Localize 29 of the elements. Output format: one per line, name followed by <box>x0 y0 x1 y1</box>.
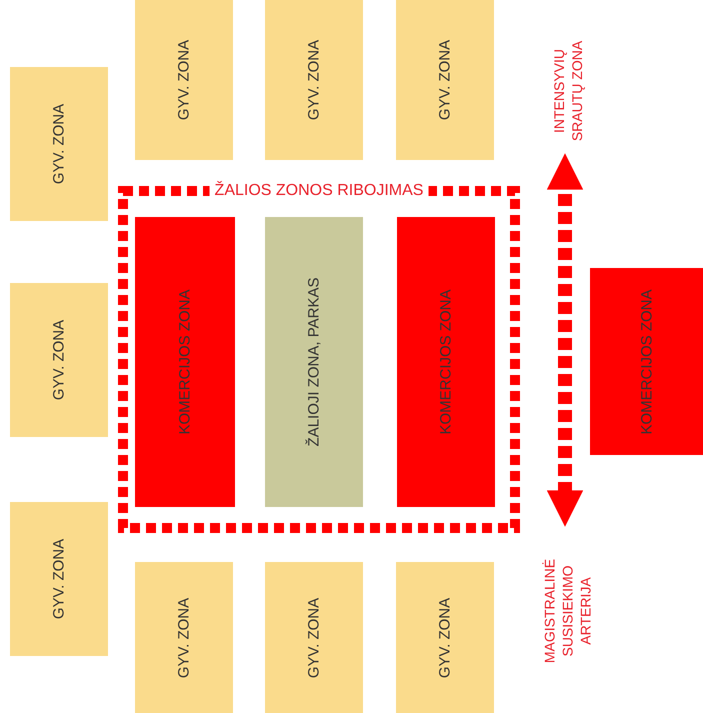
zone-label: GYV. ZONA <box>49 318 68 402</box>
residential-zone-block <box>396 0 494 160</box>
zone-label: ŽALIOJI ZONA, PARKAS <box>304 276 324 448</box>
zone-label: GYV. ZONA <box>49 538 68 622</box>
zone-label: GYV. ZONA <box>49 102 68 186</box>
park-zone-block <box>265 217 363 507</box>
zone-label: GYV. ZONA <box>435 38 454 122</box>
zone-label: GYV. ZONA <box>304 38 324 122</box>
zone-label: GYV. ZONA <box>174 596 194 680</box>
zone-label: KOMERCIJOS ZONA <box>175 288 194 437</box>
residential-zone-block <box>396 562 494 713</box>
residential-zone-block <box>10 502 108 656</box>
commercial-zone-block <box>590 268 703 455</box>
residential-zone-block <box>135 562 233 713</box>
residential-zone-block <box>265 562 363 713</box>
zone-label: KOMERCIJOS ZONA <box>636 288 656 436</box>
commercial-zone-block <box>397 217 495 507</box>
flow-label: MAGISTRALINĖ SUSISIEKIMO ARTERIJA <box>540 558 596 666</box>
residential-zone-block <box>265 0 363 160</box>
zone-label: KOMERCIJOS ZONA <box>436 288 456 437</box>
double-arrow <box>546 153 584 527</box>
zone-label: GYV. ZONA <box>304 596 324 680</box>
zone-label: GYV. ZONA <box>174 38 194 122</box>
flow-label: INTENSYVIŲ SRAUTŲ ZONA <box>550 40 586 144</box>
residential-zone-block <box>10 283 108 437</box>
commercial-zone-block <box>135 217 235 507</box>
zone-label: GYV. ZONA <box>435 596 454 680</box>
residential-zone-block <box>135 0 233 160</box>
residential-zone-block <box>10 67 108 221</box>
